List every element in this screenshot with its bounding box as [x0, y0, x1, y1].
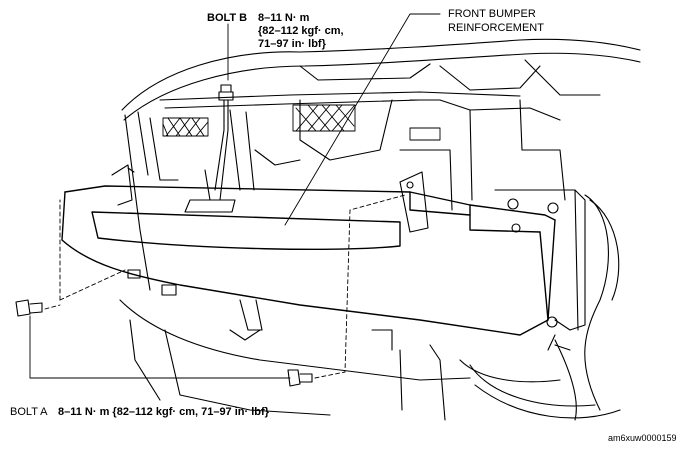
bolt-a-left: [15, 299, 43, 317]
bumper-reinforcement-beam: [61, 185, 556, 336]
leader-lines: [29, 13, 441, 379]
bolt-b-label: BOLT B: [207, 12, 248, 24]
figure-code: am6xuw0000159: [608, 433, 677, 443]
bolt-b: [184, 84, 236, 213]
dashed-guide-lines: [44, 194, 406, 379]
wiring-harness: [554, 194, 620, 421]
bolt-a-torque: 8–11 N· m {82–112 kgf· cm, 71–97 in· lbf…: [58, 406, 269, 418]
center-right-bracket: [371, 171, 429, 351]
radiator-support: [124, 91, 566, 291]
left-mounting-bracket: [111, 164, 177, 296]
bolt-a-lower: [287, 369, 313, 387]
front-bumper-label-line-1: FRONT BUMPER: [448, 8, 536, 20]
bolt-b-torque-line-3: 71–97 in· lbf}: [258, 38, 326, 50]
hood-outline: [121, 38, 641, 121]
bolt-a-label: BOLT A: [10, 406, 48, 418]
bolt-b-torque-line-2: {82–112 kgf· cm,: [258, 25, 344, 37]
grille-openings: [162, 104, 441, 141]
bolt-b-torque-line-1: 8–11 N· m: [258, 12, 310, 24]
lower-structure: [119, 299, 621, 421]
front-bumper-label-line-2: REINFORCEMENT: [448, 22, 544, 34]
